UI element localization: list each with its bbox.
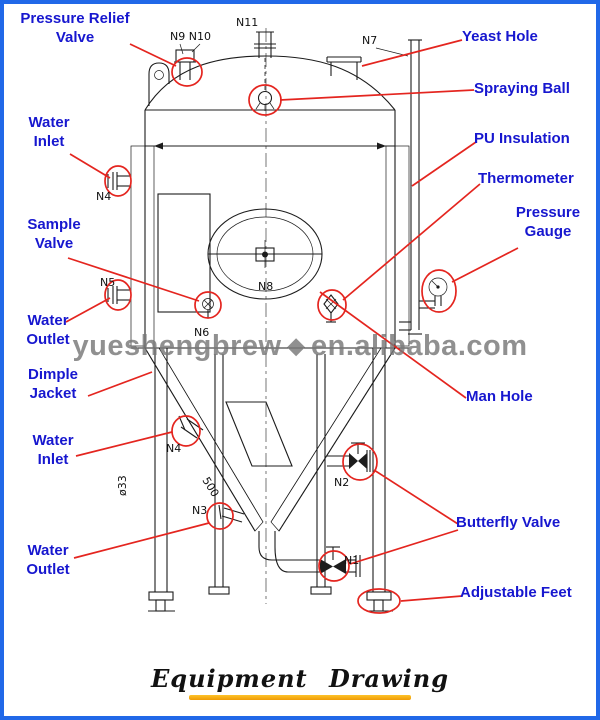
label-adjustable-feet: Adjustable Feet [460, 584, 572, 601]
highlight-butterfly-valve-n1 [318, 550, 350, 582]
highlight-thermometer [317, 289, 347, 321]
dimension-dia33: ø33 [116, 475, 129, 496]
standpipe-n7 [375, 39, 422, 335]
butterfly-valve-n2 [327, 442, 371, 472]
label-yeast-hole: Yeast Hole [462, 28, 538, 45]
nozzle-labels: N9 N10 N11 N7 N4 N5 N6 N8 N4 N2 N3 N1 ø3… [96, 16, 377, 567]
highlight-water-outlet-top [104, 279, 132, 311]
nozzle-n1: N1 [344, 554, 359, 567]
tank-line-art [107, 28, 448, 612]
leader-pressure-relief-valve [129, 43, 177, 67]
dimension-500: 500 [199, 475, 221, 500]
pu-insulation-band-right [394, 145, 410, 347]
label-water-inlet-bottom: Water Inlet [32, 432, 74, 468]
leader-spraying-ball [279, 89, 475, 101]
leader-lines-and-highlights [65, 39, 519, 614]
equipment-drawing-canvas: N9 N10 N11 N7 N4 N5 N6 N8 N4 N2 N3 N1 ø3… [65, 16, 519, 614]
leader-pressure-gauge [451, 247, 519, 283]
drawing-title: Equipment Drawing [151, 664, 449, 693]
label-dimple-jacket: Dimple Jacket [27, 366, 78, 402]
label-sample-valve: Sample Valve [27, 216, 81, 252]
leader-pu-insulation [411, 141, 477, 187]
leader-dimple-jacket [87, 371, 153, 397]
bottom-outlet-pipe [258, 531, 361, 577]
label-man-hole: Man Hole [466, 388, 533, 405]
leader-thermometer [342, 183, 481, 301]
highlight-spraying-ball [248, 84, 282, 116]
label-water-outlet-bottom: Water Outlet [26, 542, 70, 578]
tank-dome [144, 55, 396, 111]
cip-pipe-n11 [254, 31, 276, 90]
sample-valve-fitting [202, 298, 214, 318]
nozzle-n4-bottom: N4 [166, 442, 181, 455]
highlight-water-inlet-bottom [171, 415, 201, 447]
manhole [207, 208, 323, 300]
dimple-jacket-cone [225, 401, 293, 467]
leader-water-inlet-top [69, 153, 111, 179]
nozzle-n6: N6 [194, 326, 209, 339]
pressure-relief-valve-fitting [174, 43, 201, 80]
leader-man-hole [319, 291, 467, 399]
lifting-lug [148, 62, 170, 106]
watermark-shop-name: yueshengbrew [72, 330, 282, 362]
nozzle-n4-top: N4 [96, 190, 111, 203]
watermark-site: en.alibaba.com [310, 330, 528, 362]
alibaba-logo-icon: ◆ [287, 333, 305, 358]
label-pressure-relief-valve: Pressure Relief Valve [20, 10, 130, 46]
leader-adjustable-feet [400, 595, 463, 602]
label-water-inlet-top: Water Inlet [28, 114, 70, 150]
label-pressure-gauge: Pressure Gauge [515, 204, 581, 240]
highlight-pressure-gauge [421, 269, 457, 313]
leader-yeast-hole [361, 39, 463, 67]
nozzle-n8: N8 [258, 280, 273, 293]
watermark: yueshengbrew◆en.alibaba.com [4, 330, 596, 363]
pressure-gauge [419, 277, 448, 309]
label-spraying-ball: Spraying Ball [474, 80, 570, 97]
title-underline [189, 695, 411, 700]
highlight-water-inlet-top [104, 165, 132, 197]
spraying-ball [255, 90, 275, 111]
label-thermometer: Thermometer [478, 170, 574, 187]
yeast-hole-fitting [326, 56, 362, 80]
highlight-water-outlet-bottom [206, 502, 234, 530]
leader-water-outlet-bottom [73, 522, 210, 559]
leader-sample-valve [67, 257, 200, 302]
label-butterfly-valve: Butterfly Valve [456, 514, 561, 531]
nozzle-n11: N11 [236, 16, 258, 29]
label-water-outlet-top: Water Outlet [26, 312, 70, 348]
nozzle-n3: N3 [192, 504, 207, 517]
water-inlet-fitting-top [107, 172, 131, 190]
highlight-adjustable-feet [357, 588, 401, 614]
highlight-sample-valve [194, 291, 222, 319]
butterfly-valve-n1 [320, 546, 346, 574]
pu-insulation-band-left [130, 145, 146, 347]
highlight-butterfly-valve-n2 [342, 443, 378, 481]
nozzle-n7: N7 [362, 34, 377, 47]
nozzle-n5: N5 [100, 276, 115, 289]
nozzle-n2: N2 [334, 476, 349, 489]
leader-water-outlet-top [65, 297, 111, 323]
label-pu-insulation: PU Insulation [474, 130, 570, 147]
leader-butterfly-valve-n1 [349, 529, 459, 565]
title-block: Equipment Drawing [4, 664, 596, 700]
leader-water-inlet-bottom [75, 431, 173, 457]
legs [148, 348, 393, 612]
dimple-jacket-shell [157, 193, 211, 313]
leader-butterfly-valve-n2 [373, 469, 459, 525]
nozzle-n9n10: N9 N10 [170, 30, 211, 43]
highlight-pressure-relief-valve [171, 57, 203, 87]
